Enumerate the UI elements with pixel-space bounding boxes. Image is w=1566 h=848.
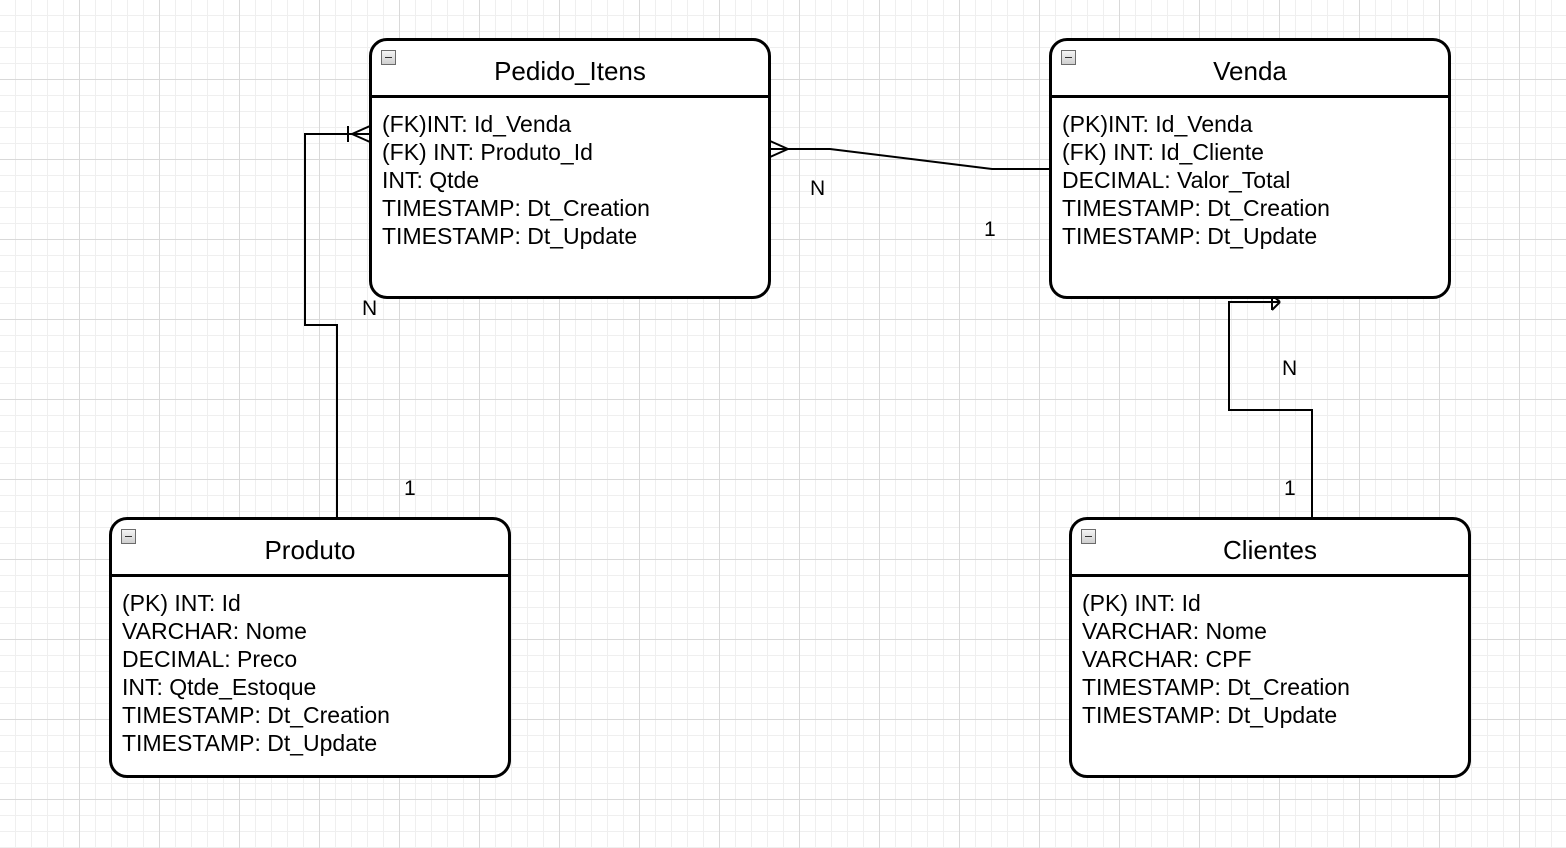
- field: VARCHAR: Nome: [122, 618, 307, 644]
- entity-venda[interactable]: Venda (PK)INT: Id_Venda (FK) INT: Id_Cli…: [1049, 38, 1451, 299]
- entity-header: Venda: [1052, 41, 1448, 98]
- entity-fields: (PK) INT: Id VARCHAR: Nome DECIMAL: Prec…: [112, 577, 508, 757]
- relationship-line-produto-pedido-itens[interactable]: [304, 133, 370, 518]
- entity-fields: (PK) INT: Id VARCHAR: Nome VARCHAR: CPF …: [1072, 577, 1468, 729]
- field: DECIMAL: Valor_Total: [1062, 167, 1291, 193]
- field: (FK)INT: Id_Venda: [382, 111, 572, 137]
- crow-foot-icon: [347, 125, 371, 143]
- field: DECIMAL: Preco: [122, 646, 298, 672]
- field: TIMESTAMP: Dt_Creation: [1062, 195, 1330, 221]
- collapse-icon[interactable]: [1081, 529, 1096, 544]
- field: (FK) INT: Produto_Id: [382, 139, 593, 165]
- crow-foot-icon: [769, 140, 789, 158]
- entity-pedido-itens[interactable]: Pedido_Itens (FK)INT: Id_Venda (FK) INT:…: [369, 38, 771, 299]
- entity-title: Venda: [1213, 56, 1287, 86]
- field: TIMESTAMP: Dt_Update: [1062, 223, 1318, 249]
- field: TIMESTAMP: Dt_Update: [382, 223, 638, 249]
- entity-title: Clientes: [1223, 535, 1317, 565]
- entity-produto[interactable]: Produto (PK) INT: Id VARCHAR: Nome DECIM…: [109, 517, 511, 778]
- cardinality-label-one: 1: [1284, 477, 1296, 500]
- field: TIMESTAMP: Dt_Creation: [1082, 674, 1350, 700]
- field: (FK) INT: Id_Cliente: [1062, 139, 1264, 165]
- field: TIMESTAMP: Dt_Update: [1082, 702, 1338, 728]
- entity-clientes[interactable]: Clientes (PK) INT: Id VARCHAR: Nome VARC…: [1069, 517, 1471, 778]
- relationship-line-clientes-venda[interactable]: [1228, 301, 1313, 518]
- field: VARCHAR: Nome: [1082, 618, 1267, 644]
- entity-title: Pedido_Itens: [494, 56, 646, 86]
- field: VARCHAR: CPF: [1082, 646, 1252, 672]
- field: (PK)INT: Id_Venda: [1062, 111, 1253, 137]
- cardinality-label-many: N: [362, 297, 378, 320]
- cardinality-label-one: 1: [404, 477, 416, 500]
- field: TIMESTAMP: Dt_Update: [122, 730, 378, 756]
- entity-header: Pedido_Itens: [372, 41, 768, 98]
- relationship-line-pedido-itens-venda[interactable]: [770, 148, 1050, 170]
- collapse-icon[interactable]: [1061, 50, 1076, 65]
- entity-title: Produto: [264, 535, 356, 565]
- field: TIMESTAMP: Dt_Creation: [122, 702, 390, 728]
- cardinality-label-many: N: [1282, 357, 1298, 380]
- field: (PK) INT: Id: [122, 590, 241, 616]
- cardinality-label-many: N: [810, 177, 826, 200]
- collapse-icon[interactable]: [381, 50, 396, 65]
- entity-header: Clientes: [1072, 520, 1468, 577]
- entity-fields: (PK)INT: Id_Venda (FK) INT: Id_Cliente D…: [1052, 98, 1448, 250]
- entity-header: Produto: [112, 520, 508, 577]
- field: INT: Qtde: [382, 167, 480, 193]
- field: TIMESTAMP: Dt_Creation: [382, 195, 650, 221]
- field: (PK) INT: Id: [1082, 590, 1201, 616]
- collapse-icon[interactable]: [121, 529, 136, 544]
- entity-fields: (FK)INT: Id_Venda (FK) INT: Produto_Id I…: [372, 98, 768, 250]
- field: INT: Qtde_Estoque: [122, 674, 317, 700]
- cardinality-label-one: 1: [984, 218, 996, 241]
